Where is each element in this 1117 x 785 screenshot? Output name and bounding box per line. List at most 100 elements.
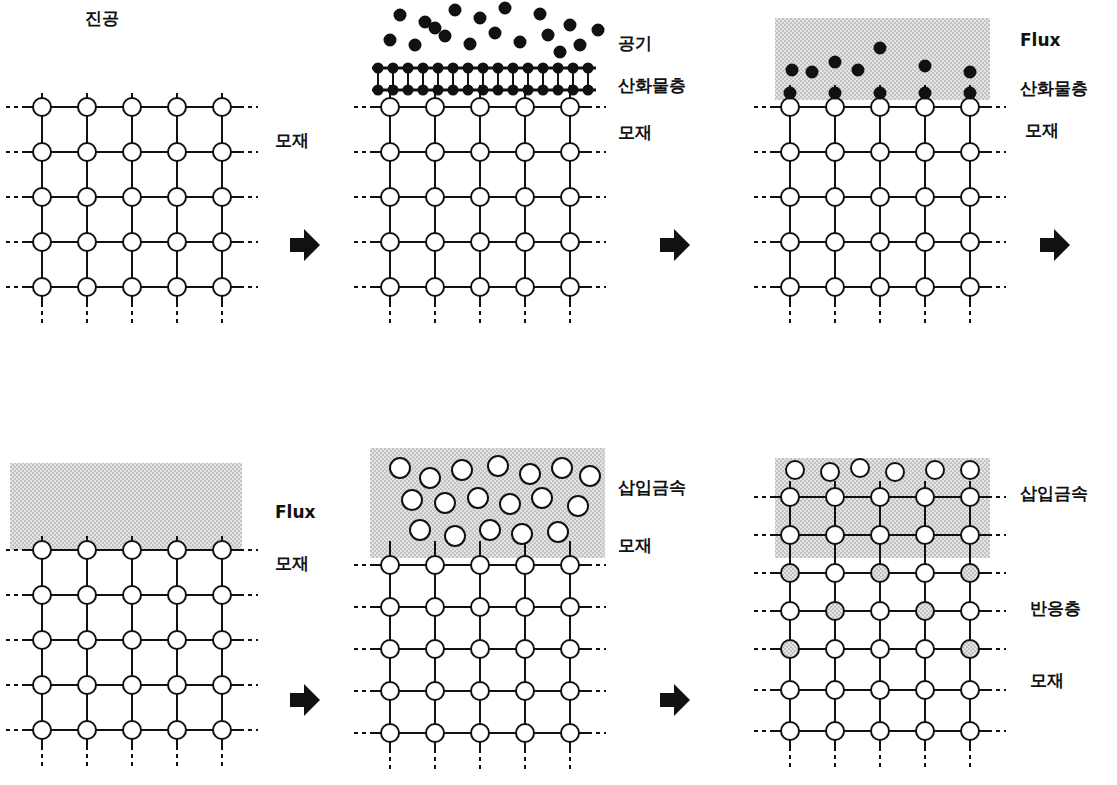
atom	[569, 64, 578, 73]
atom	[539, 86, 548, 95]
shaded-region	[10, 463, 242, 550]
atom	[389, 86, 398, 95]
atom-lattice	[6, 93, 258, 327]
atom	[449, 86, 458, 95]
atom	[440, 31, 451, 42]
part-label: 공기	[618, 33, 652, 53]
atom-lattice	[754, 481, 1006, 771]
atom	[410, 520, 430, 540]
atom	[787, 65, 798, 76]
atom	[402, 490, 422, 510]
atom	[830, 57, 841, 68]
part-label: 모재	[275, 130, 309, 150]
atom	[452, 460, 472, 480]
atom	[430, 23, 441, 34]
part-label: Flux	[275, 502, 316, 522]
atom	[500, 494, 520, 514]
atom	[464, 64, 473, 73]
atom	[385, 35, 396, 46]
atom	[509, 64, 518, 73]
atom	[535, 9, 546, 20]
atom	[450, 5, 461, 16]
atom	[468, 488, 488, 508]
atom	[580, 466, 600, 486]
atom	[807, 67, 818, 78]
part-label: 반응층	[1030, 598, 1081, 618]
atom	[575, 40, 586, 51]
atom	[851, 459, 869, 477]
atom	[548, 522, 568, 542]
step-arrow	[1040, 229, 1070, 261]
atom-lattice	[354, 541, 606, 773]
atom	[465, 39, 476, 50]
part-label: 모재	[1030, 670, 1064, 690]
atom	[374, 64, 383, 73]
atom	[395, 10, 406, 21]
atom	[875, 88, 886, 99]
atom	[404, 86, 413, 95]
atom	[520, 464, 540, 484]
atom	[500, 3, 511, 14]
atom	[390, 458, 410, 478]
atom	[509, 86, 518, 95]
part-label: 삽입금속	[1020, 483, 1088, 503]
atom	[543, 30, 554, 41]
atom	[554, 64, 563, 73]
atom	[532, 488, 552, 508]
atom	[961, 461, 979, 479]
part-label: Flux	[1020, 30, 1061, 50]
atom	[584, 86, 593, 95]
atom-lattice	[354, 85, 606, 327]
atom	[434, 64, 443, 73]
shaded-region	[775, 458, 990, 558]
part-label: 모재	[618, 535, 652, 555]
atom	[479, 64, 488, 73]
atom	[389, 64, 398, 73]
atom	[786, 461, 804, 479]
part-label: 진공	[85, 8, 119, 28]
atom	[374, 86, 383, 95]
atom	[419, 86, 428, 95]
atom-lattice	[6, 536, 258, 770]
part-label: 산화물층	[618, 75, 686, 95]
step-arrow	[290, 684, 320, 716]
atom	[494, 64, 503, 73]
atom	[568, 496, 588, 516]
atom	[524, 86, 533, 95]
atom	[479, 86, 488, 95]
atom	[565, 20, 576, 31]
atom	[494, 86, 503, 95]
atom	[539, 64, 548, 73]
atom	[593, 25, 604, 36]
atom	[886, 463, 904, 481]
atom	[920, 88, 931, 99]
step-arrow	[660, 229, 690, 261]
atom	[512, 524, 532, 544]
atom	[554, 86, 563, 95]
atom	[920, 61, 931, 72]
atom	[926, 461, 944, 479]
atom	[965, 88, 976, 99]
step-arrow	[660, 684, 690, 716]
atom	[419, 64, 428, 73]
atom	[965, 67, 976, 78]
atom-lattice	[754, 85, 1006, 327]
part-label: 모재	[618, 122, 652, 142]
atom	[584, 64, 593, 73]
atom	[420, 17, 431, 28]
atom	[480, 520, 500, 540]
atom	[464, 86, 473, 95]
atom	[875, 43, 886, 54]
atom	[552, 458, 572, 478]
atom	[853, 65, 864, 76]
shaded-region	[775, 18, 990, 100]
atom	[524, 64, 533, 73]
step-arrow	[290, 229, 320, 261]
atom	[449, 64, 458, 73]
atom	[488, 456, 508, 476]
part-label: 모재	[1025, 120, 1059, 140]
atom	[410, 40, 421, 51]
atom	[569, 86, 578, 95]
